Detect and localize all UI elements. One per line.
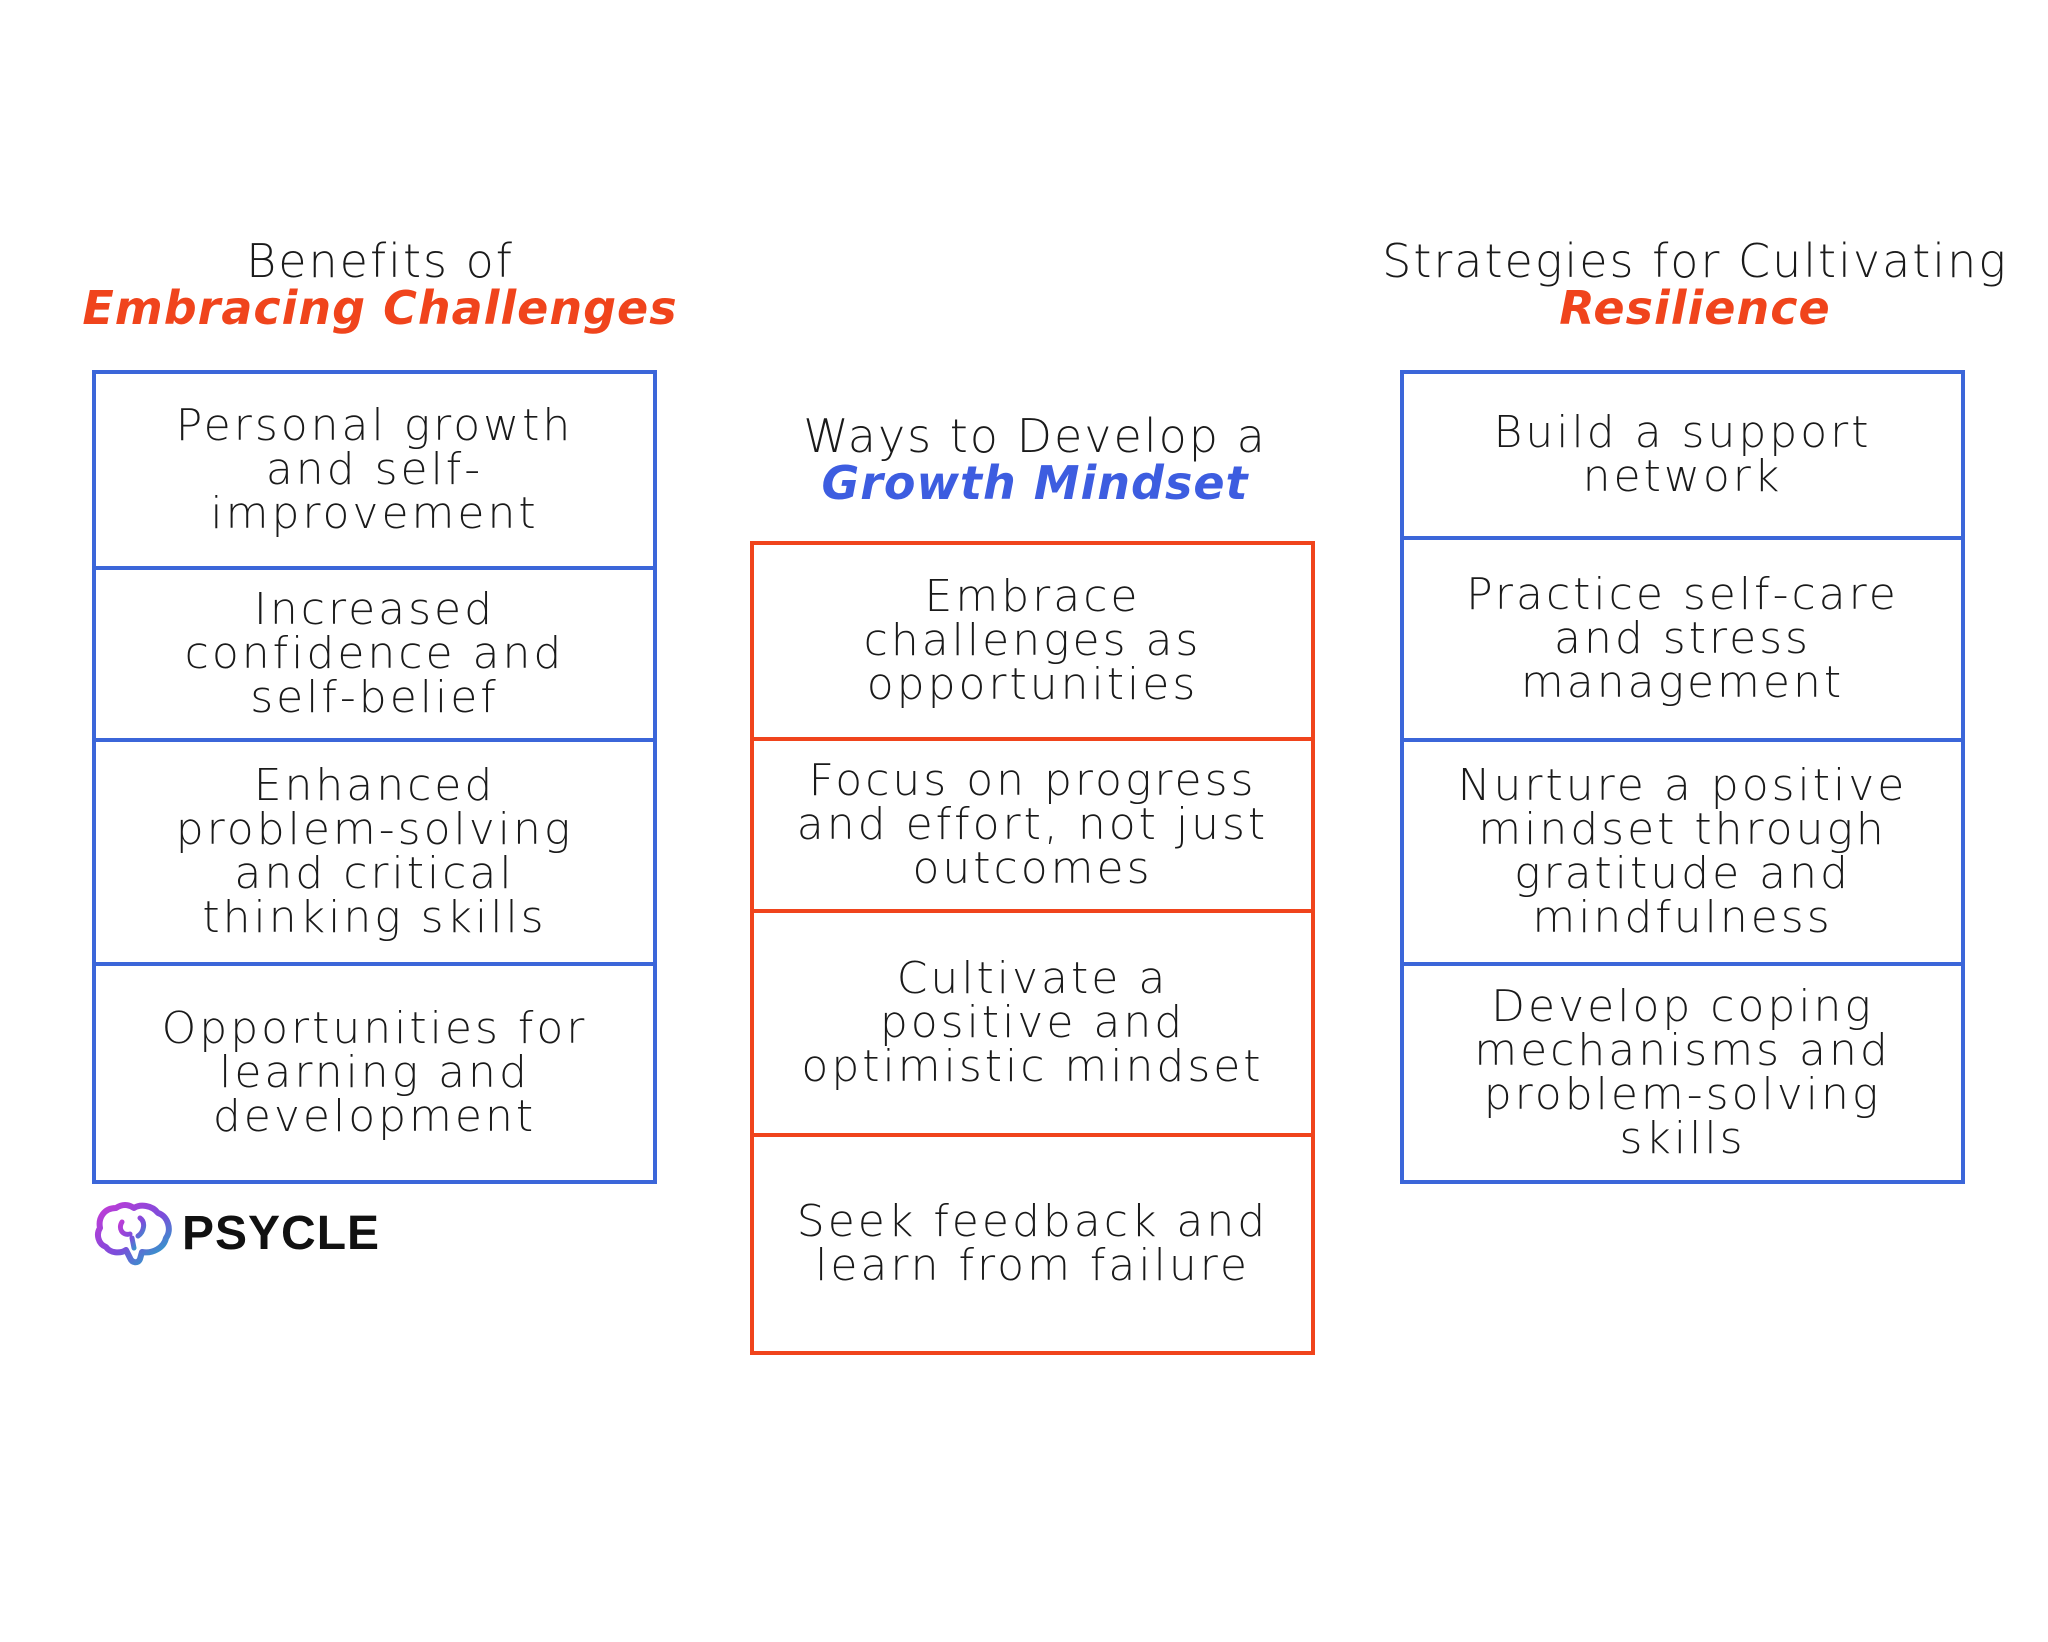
resilience-box-1: Build a support network (1400, 370, 1965, 540)
resilience-box-3: Nurture a positive mindset through grati… (1400, 738, 1965, 966)
benefit-text-2: Increased confidence and self-belief (184, 584, 565, 723)
mindset-box-1: Embrace challenges as opportunities (750, 541, 1315, 741)
resilience-heading-line2: Resilience (1559, 281, 1831, 335)
benefit-text-4: Opportunities for learning and developme… (161, 1003, 588, 1142)
mindset-box-3: Cultivate a positive and optimistic mind… (750, 909, 1315, 1137)
resilience-heading: Strategies for Cultivating Resilience (1335, 238, 2048, 332)
mindset-box-2: Focus on progress and effort, not just o… (750, 737, 1315, 913)
benefit-text-1: Personal growth and self-improvement (175, 400, 574, 539)
resilience-text-1: Build a support network (1493, 407, 1872, 502)
psycle-logo: PSYCLE (94, 1200, 380, 1266)
benefit-box-1: Personal growth and self-improvement (92, 370, 657, 570)
brain-icon (95, 1202, 172, 1266)
resilience-heading-line1: Strategies for Cultivating (1382, 234, 2008, 288)
mindset-box-4: Seek feedback and learn from failure (750, 1133, 1315, 1355)
logo-text: PSYCLE (182, 1206, 381, 1260)
growth-mindset-heading-line1: Ways to Develop a (803, 409, 1267, 463)
resilience-box-4: Develop coping mechanisms and problem-so… (1400, 962, 1965, 1184)
mindset-text-1: Embrace challenges as opportunities (863, 571, 1202, 710)
growth-mindset-heading-line2: Growth Mindset (821, 456, 1249, 510)
mindset-text-3: Cultivate a positive and optimistic mind… (801, 953, 1264, 1092)
benefits-heading-line1: Benefits of (246, 234, 514, 288)
growth-mindset-heading: Ways to Develop a Growth Mindset (675, 413, 1395, 507)
resilience-box-2: Practice self-care and stress management (1400, 536, 1965, 742)
mindset-text-2: Focus on progress and effort, not just o… (796, 755, 1269, 894)
resilience-text-3: Nurture a positive mindset through grati… (1457, 760, 1908, 943)
benefits-heading-line2: Embracing Challenges (82, 281, 678, 335)
benefit-box-3: Enhanced problem-solving and critical th… (92, 738, 657, 966)
mindset-text-4: Seek feedback and learn from failure (796, 1196, 1269, 1291)
benefit-box-2: Increased confidence and self-belief (92, 566, 657, 742)
resilience-text-4: Develop coping mechanisms and problem-so… (1474, 981, 1891, 1164)
benefits-heading: Benefits of Embracing Challenges (20, 238, 740, 332)
benefit-box-4: Opportunities for learning and developme… (92, 962, 657, 1184)
resilience-text-2: Practice self-care and stress management (1466, 569, 1899, 708)
benefit-text-3: Enhanced problem-solving and critical th… (175, 760, 574, 943)
